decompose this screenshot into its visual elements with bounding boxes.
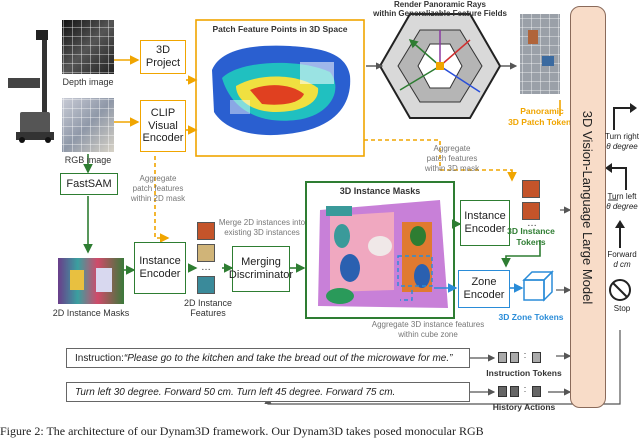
render-title-1: Render Panoramic Rays (393, 0, 487, 9)
history-token-1 (498, 386, 507, 397)
aggregate-3d-note-1: Aggregate (433, 144, 471, 153)
merge-note-2: existing 3D instances (224, 228, 300, 237)
action-stop: Stop (613, 304, 631, 313)
robot-illustration (8, 30, 54, 143)
instance-masks-3d-scene (318, 200, 448, 308)
forward-icon (615, 220, 625, 248)
instruction-text: “Please go to the kitchen and take the b… (123, 352, 453, 364)
instruction-prefix: Instruction: (75, 352, 124, 364)
instance-encoder-left-box: Instance Encoder (134, 242, 186, 294)
feature-patch-1 (197, 222, 215, 240)
aggregate-zone-note-1: Aggregate 3D instance features (371, 320, 485, 329)
patch-points-frame (195, 19, 365, 157)
panoramic-tokens-label-1: Panoramic (520, 106, 564, 116)
clip-encoder-box: CLIP Visual Encoder (140, 100, 186, 152)
figure-caption: Figure 2: The architecture of our Dynam3… (0, 424, 484, 438)
stop-icon (609, 279, 631, 301)
aggregate-2d-note-3: within 2D mask (130, 194, 186, 203)
instruction-token-dots: : (523, 350, 527, 360)
point-cloud (212, 45, 351, 136)
action-turn-right-1: Turn right (605, 132, 639, 141)
render-title-2: within Generalizable Feature Fields (373, 9, 507, 18)
action-turn-left-1: Turn left (607, 192, 637, 201)
merge-note-1: Merge 2D instances into (218, 218, 306, 227)
zone-encoder-box: Zone Encoder (458, 270, 510, 308)
feature-ellipsis: … (201, 262, 211, 273)
history-box: Turn left 30 degree. Forward 50 cm. Turn… (66, 382, 470, 402)
patch-points-title: Patch Feature Points in 3D Space (212, 24, 348, 34)
action-turn-right-2: θ degree (606, 142, 638, 151)
action-turn-left-2: θ degree (606, 202, 638, 211)
panoramic-ray-hexagon (378, 13, 502, 119)
instance-token-2 (522, 202, 540, 220)
vlm-box: 3D Vision-Language Large Model (570, 6, 606, 408)
project-3d-box: 3D Project (140, 40, 186, 74)
instance-features-label-2: Features (190, 308, 226, 318)
instance-masks-2d-image (58, 258, 124, 304)
instance-tokens-label-1: 3D Instance (507, 226, 555, 236)
instance-tokens-label-2: Tokens (516, 237, 546, 247)
vlm-label: 3D Vision-Language Large Model (580, 110, 596, 304)
instance-token-1 (522, 180, 540, 198)
instance-features-label-1: 2D Instance (183, 298, 233, 308)
instance-masks-3d-frame (305, 181, 455, 319)
instruction-token-3 (532, 352, 541, 363)
rgb-image-label: RGB image (64, 155, 112, 165)
merging-discriminator-box: Merging Discriminator (229, 246, 293, 292)
zone-tokens-label: 3D Zone Tokens (498, 312, 564, 322)
panoramic-tokens-label-2: 3D Patch Tokens (508, 117, 576, 127)
instance-token-ellipsis: … (527, 218, 537, 229)
instruction-token-1 (498, 352, 507, 363)
aggregate-zone-note-2: within cube zone (398, 330, 458, 339)
instruction-tokens-label: Instruction Tokens (486, 368, 562, 378)
feature-patch-3 (197, 276, 215, 294)
depth-image-label: Depth image (62, 77, 114, 87)
turn-left-icon (605, 163, 627, 190)
aggregate-3d-note-2: patch features (426, 154, 478, 163)
aggregate-2d-note-2: patch features (132, 184, 184, 193)
instance-encoder-right-box: Instance Encoder (460, 200, 510, 246)
turn-right-icon (613, 103, 637, 130)
instance-masks-2d-label: 2D Instance Masks (52, 308, 130, 318)
action-forward-2: d cm (613, 260, 631, 269)
aggregate-2d-note-1: Aggregate (139, 174, 177, 183)
history-token-dots: : (523, 384, 527, 394)
fastsam-box: FastSAM (60, 173, 118, 195)
instruction-token-2 (510, 352, 519, 363)
history-actions-label: History Actions (492, 402, 556, 412)
action-forward-1: Forward (607, 250, 637, 259)
history-token-2 (510, 386, 519, 397)
zone-cube-icon (522, 270, 554, 302)
instance-masks-3d-title: 3D Instance Masks (339, 186, 421, 196)
history-token-3 (532, 386, 541, 397)
instruction-box: Instruction: “Please go to the kitchen a… (66, 348, 470, 368)
aggregate-3d-note-3: within 3D mask (424, 164, 480, 173)
feature-patch-2 (197, 244, 215, 262)
